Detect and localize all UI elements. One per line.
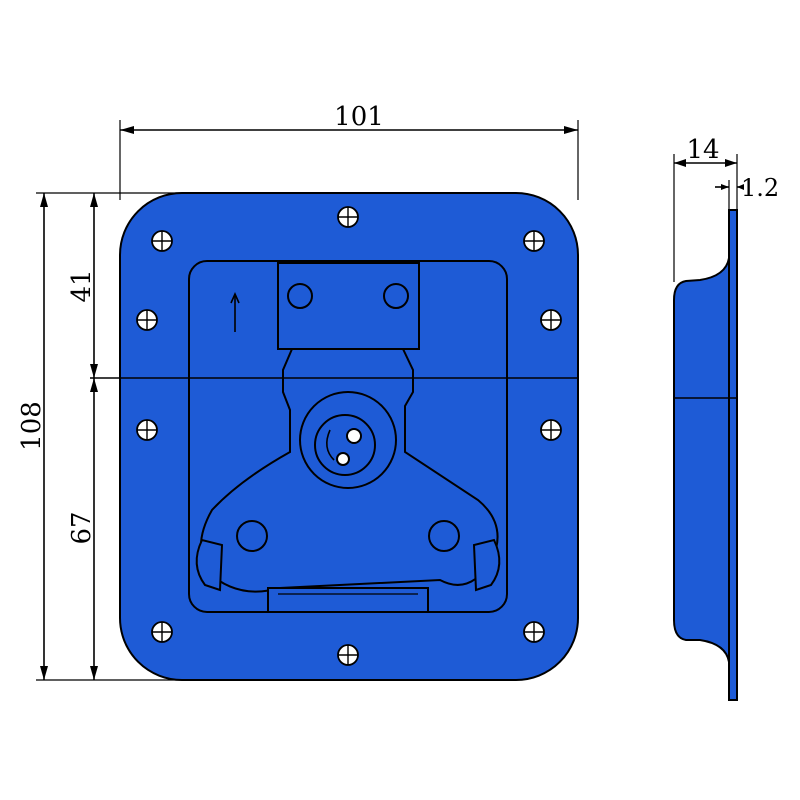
screw-hole-icon: [136, 419, 158, 441]
dimension-thickness-label: 1.2: [741, 174, 779, 202]
catch-keeper: [277, 262, 420, 350]
dimension-depth-label: 14: [686, 135, 719, 165]
side-view: [673, 209, 738, 701]
screw-hole-icon: [337, 644, 359, 666]
side-dish-profile: [673, 257, 730, 663]
screw-hole-icon: [523, 230, 545, 252]
screw-hole-icon: [151, 621, 173, 643]
screw-hole-icon: [151, 230, 173, 252]
up-arrow-icon: [230, 292, 240, 332]
dimension-width-label: 101: [334, 102, 384, 132]
screw-hole-icon: [540, 419, 562, 441]
dimension-total-height-label: 108: [17, 401, 47, 451]
screw-hole-icon: [136, 309, 158, 331]
screw-hole-icon: [540, 309, 562, 331]
side-dimensions: 14 1.2: [673, 135, 779, 282]
screw-hole-icon: [523, 621, 545, 643]
dimension-bottom-height-label: 67: [67, 511, 97, 544]
screw-hole-icon: [337, 206, 359, 228]
side-flange: [728, 209, 738, 701]
dimension-top-height-label: 41: [67, 269, 97, 302]
lock-cylinder: [299, 391, 397, 489]
front-dimensions: 101 108 41 67: [17, 102, 579, 681]
front-view: [90, 192, 579, 681]
